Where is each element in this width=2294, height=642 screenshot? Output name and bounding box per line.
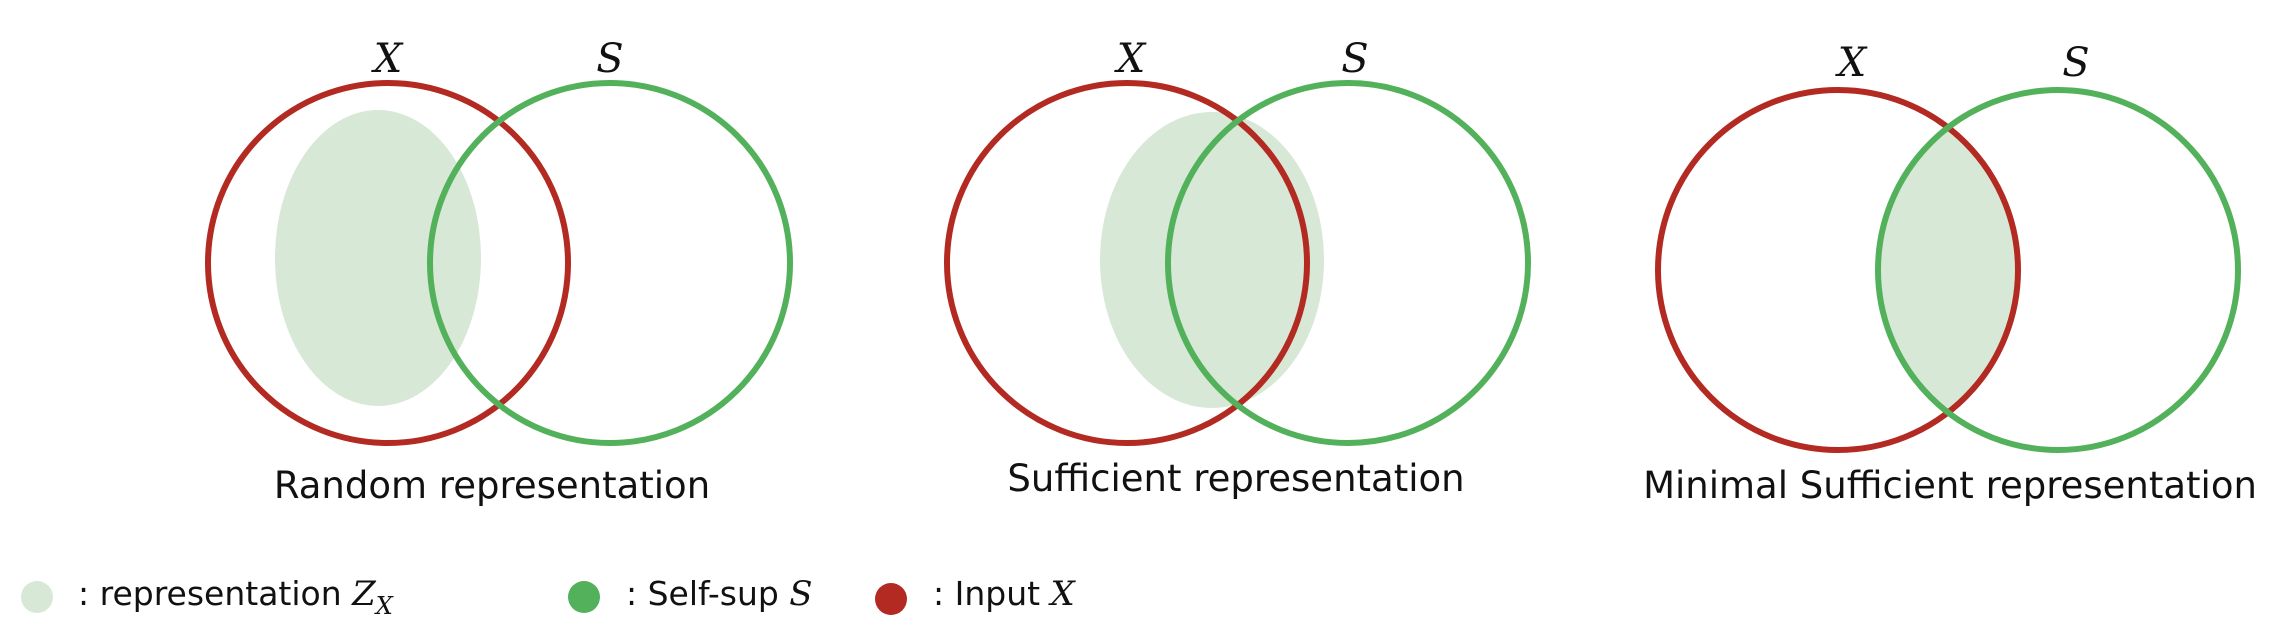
legend-subscript: X <box>374 592 394 620</box>
x-set-label: X <box>1835 40 1868 86</box>
input-x-circle <box>1655 87 2021 453</box>
panel-minimal-sufficient-representation: X S Minimal Sufficient representation <box>1643 40 2257 507</box>
legend-symbol: X <box>1048 574 1077 614</box>
representation-region <box>275 110 481 406</box>
input-x-circle <box>944 80 1310 446</box>
legend-label: : Self-sup <box>626 574 789 613</box>
panel-caption: Minimal Sufficient representation <box>1643 464 2257 507</box>
x-set-label: X <box>371 36 404 82</box>
legend-label: : representation <box>78 574 352 613</box>
legend-symbol: Z <box>351 574 377 614</box>
svg-text:: Self-sup S: : Self-sup S <box>626 574 813 614</box>
legend-symbol: S <box>789 574 812 614</box>
selfsup-swatch <box>568 581 600 613</box>
input-swatch <box>875 583 907 615</box>
s-set-label: S <box>1341 36 1368 82</box>
selfsup-s-circle <box>1875 87 2241 453</box>
representation-region <box>1878 90 2018 450</box>
s-set-label: S <box>2062 40 2089 86</box>
panel-sufficient-representation: X S Sufficient representation <box>944 36 1531 500</box>
x-set-label: X <box>1114 36 1147 82</box>
svg-text:: Input X: : Input X <box>933 574 1077 614</box>
legend-item-representation: : representation ZX <box>21 574 394 620</box>
representation-swatch <box>21 581 53 613</box>
legend-item-input: : Input X <box>875 574 1077 615</box>
representation-region <box>1100 112 1324 408</box>
legend-item-selfsup: : Self-sup S <box>568 574 813 614</box>
legend: : representation ZX : Self-sup S : Input… <box>21 574 1077 620</box>
svg-text:: representation ZX: : representation ZX <box>78 574 394 620</box>
panel-caption: Sufficient representation <box>1007 457 1464 500</box>
s-set-label: S <box>596 36 623 82</box>
selfsup-s-circle <box>427 80 793 446</box>
legend-label: : Input <box>933 574 1051 613</box>
selfsup-s-circle <box>1165 80 1531 446</box>
panel-random-representation: X S Random representation <box>205 36 793 507</box>
panel-caption: Random representation <box>274 464 710 507</box>
input-x-circle <box>205 80 571 446</box>
